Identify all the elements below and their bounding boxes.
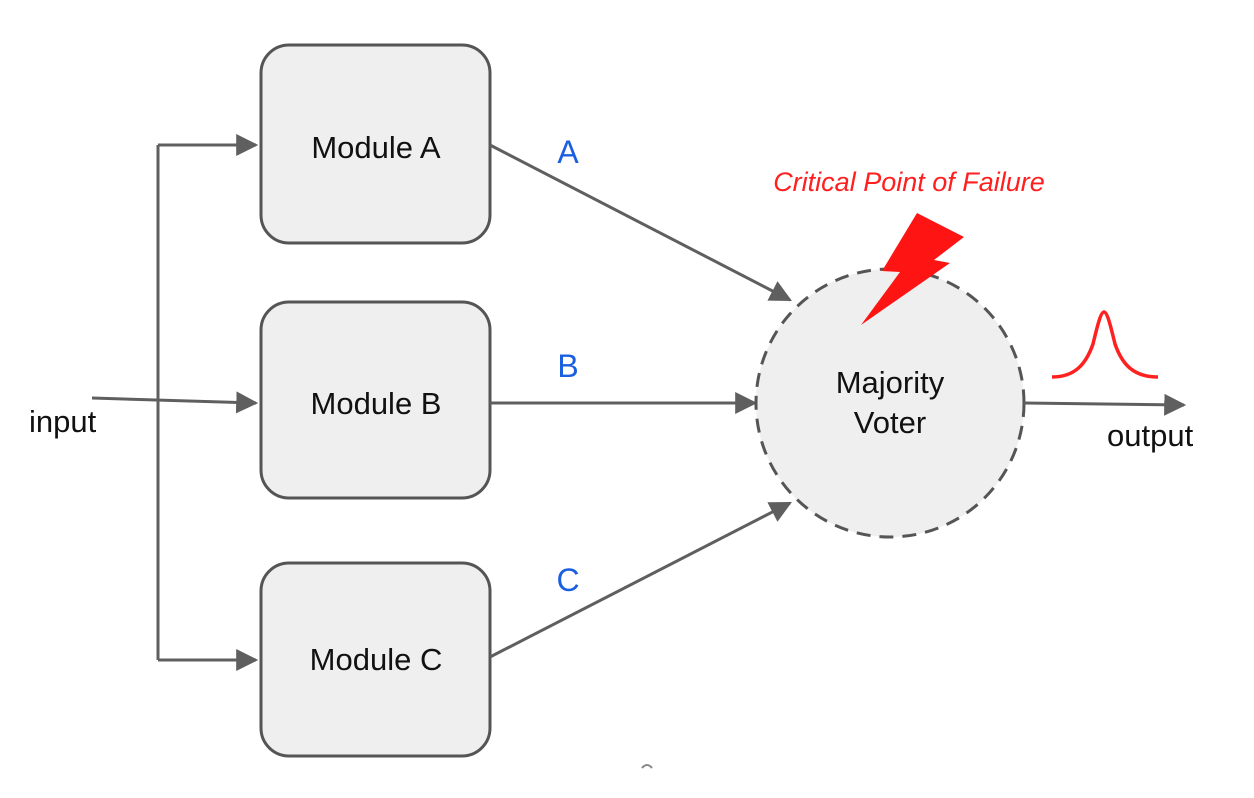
input-label: input xyxy=(29,404,97,439)
output-label: output xyxy=(1107,418,1194,453)
input-line xyxy=(91,391,259,414)
majority-voter-label-line1: Majority xyxy=(836,365,945,400)
critical-failure-label: Critical Point of Failure xyxy=(773,167,1045,197)
module-a[interactable]: Module A xyxy=(259,43,492,245)
input-wiring xyxy=(91,134,259,671)
majority-voter[interactable]: Majority Voter xyxy=(754,267,1026,539)
signal-label-c: C xyxy=(556,562,579,598)
module-c-output-line xyxy=(489,501,792,659)
module-b[interactable]: Module B xyxy=(259,300,492,500)
output-line xyxy=(1023,393,1187,416)
signal-label-b: B xyxy=(557,348,578,384)
signal-label-a: A xyxy=(557,134,579,170)
artifact-mark xyxy=(641,764,653,769)
majority-voter-label-line2: Voter xyxy=(854,405,926,440)
module-a-output-line xyxy=(489,143,792,302)
module-c[interactable]: Module C xyxy=(259,561,492,758)
module-c-box[interactable] xyxy=(259,561,492,758)
module-a-box[interactable] xyxy=(259,43,492,245)
bell-curve-icon xyxy=(1051,310,1159,379)
lightning-bolt-icon xyxy=(861,213,964,325)
majority-voter-circle[interactable] xyxy=(754,267,1026,539)
module-b-label: Module B xyxy=(311,386,442,421)
module-b-box[interactable] xyxy=(259,300,492,500)
module-a-label: Module A xyxy=(311,130,441,165)
module-c-label: Module C xyxy=(310,642,443,677)
module-output-wiring xyxy=(489,143,792,659)
